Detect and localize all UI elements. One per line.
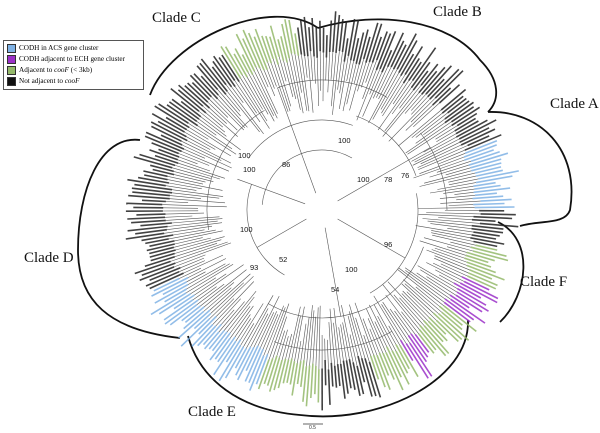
- bootstrap-value: 93: [250, 263, 258, 272]
- clade-d-label: Clade D: [24, 250, 74, 266]
- bootstrap-value: 52: [279, 255, 287, 264]
- clade-b-label: Clade B: [433, 4, 482, 20]
- clade-e-outline: [187, 319, 469, 418]
- bootstrap-value: 78: [384, 175, 392, 184]
- bootstrap-value: 100: [338, 136, 351, 145]
- bootstrap-value: 96: [384, 240, 392, 249]
- legend-label: Adjacent to cooF (< 3kb): [19, 66, 93, 74]
- clade-d-outline: [77, 138, 181, 339]
- legend-label: CODH adjacent to ECH gene cluster: [19, 55, 125, 63]
- clade-c-outline: [149, 15, 319, 96]
- bootstrap-value: 100: [240, 225, 253, 234]
- legend-label: Not adjacent to cooF: [19, 77, 80, 85]
- legend-swatch-coof: [7, 66, 16, 75]
- legend-swatch-acs: [7, 44, 16, 53]
- bootstrap-value: 100: [238, 151, 251, 160]
- legend-item-ech: CODH adjacent to ECH gene cluster: [7, 54, 140, 65]
- legend-item-coof: Adjacent to cooF (< 3kb): [7, 65, 140, 76]
- bootstrap-labels: 100 100 86 100 100 78 76 100 96 52 93 10…: [238, 136, 409, 294]
- clade-c-label: Clade C: [152, 10, 201, 26]
- legend-label: CODH in ACS gene cluster: [19, 44, 99, 52]
- legend: CODH in ACS gene cluster CODH adjacent t…: [3, 40, 144, 90]
- bootstrap-value: 76: [401, 171, 409, 180]
- bootstrap-value: 100: [357, 175, 370, 184]
- legend-swatch-ech: [7, 55, 16, 64]
- legend-swatch-none: [7, 77, 16, 86]
- bootstrap-value: 54: [331, 285, 339, 294]
- legend-item-acs: CODH in ACS gene cluster: [7, 43, 140, 54]
- clade-f-outline: [497, 221, 525, 323]
- clade-f-label: Clade F: [520, 274, 568, 290]
- clade-b-outline: [317, 18, 498, 113]
- clade-outlines: [77, 15, 573, 418]
- clade-a-label: Clade A: [550, 96, 599, 112]
- clade-a-outline: [487, 111, 573, 227]
- bootstrap-value: 100: [243, 165, 256, 174]
- clade-e-label: Clade E: [188, 404, 236, 420]
- bootstrap-value: 86: [282, 160, 290, 169]
- legend-item-none: Not adjacent to cooF: [7, 76, 140, 87]
- leaf-labels: [125, 11, 519, 411]
- scale-bar-label: 0.5: [309, 425, 316, 431]
- bootstrap-value: 100: [345, 265, 358, 274]
- tree-branches: [162, 51, 481, 370]
